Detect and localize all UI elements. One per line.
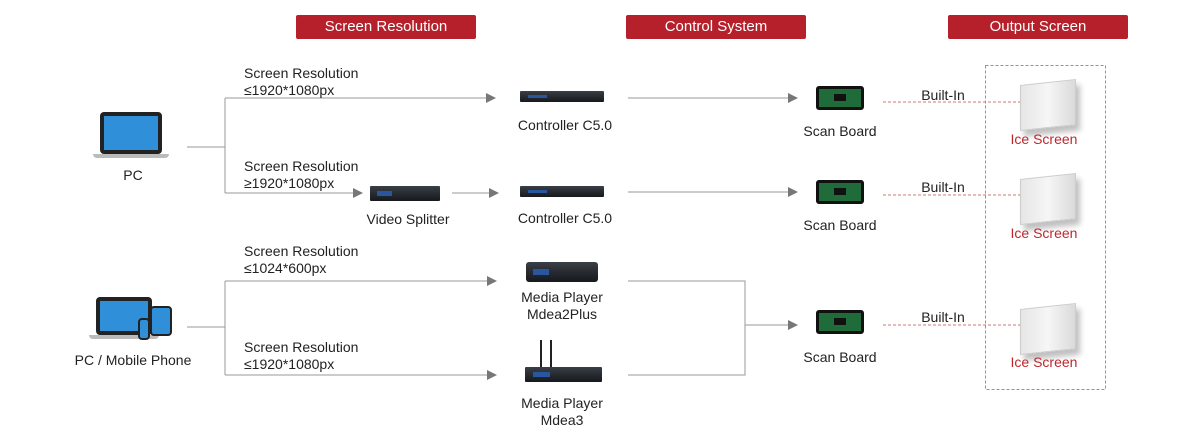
laptop-base (93, 154, 169, 158)
ice-screen-label: Ice Screen (1010, 225, 1078, 241)
ice-screen-icon (1020, 173, 1076, 225)
built-in-label: Built-In (921, 179, 965, 195)
ice-screen-icon (1020, 303, 1076, 355)
scan-board-label: Scan Board (803, 349, 877, 365)
controller-label: Controller C5.0 (517, 117, 613, 133)
scan-board-icon (816, 310, 864, 334)
ice-screen-label: Ice Screen (1010, 131, 1078, 147)
route-3-label: Screen Resolution≤1024*600px (244, 243, 359, 276)
tablet-icon (150, 306, 172, 336)
media-player-icon (525, 367, 602, 382)
antenna-icon (550, 340, 552, 368)
header-output-screen: Output Screen (948, 15, 1128, 39)
antenna-icon (540, 340, 542, 368)
scan-board-icon (816, 180, 864, 204)
phone-icon (138, 318, 150, 340)
media-player-icon (526, 262, 598, 282)
built-in-label: Built-In (921, 309, 965, 325)
header-screen-resolution: Screen Resolution (296, 15, 476, 39)
controller-icon (520, 91, 604, 102)
route-4-label: Screen Resolution≤1920*1080px (244, 339, 359, 372)
controller-label: Controller C5.0 (517, 210, 613, 226)
video-splitter-label: Video Splitter (366, 211, 450, 227)
scan-board-label: Scan Board (803, 217, 877, 233)
built-in-label: Built-In (921, 87, 965, 103)
controller-icon (520, 186, 604, 197)
route-1-label: Screen Resolution≤1920*1080px (244, 65, 359, 98)
ice-screen-icon (1020, 79, 1076, 131)
laptop-base (89, 335, 159, 339)
pc-label: PC (123, 167, 143, 183)
laptop-icon (100, 112, 162, 154)
header-control-system: Control System (626, 15, 806, 39)
pc-mobile-label: PC / Mobile Phone (74, 352, 192, 368)
route-2-label: Screen Resolution≥1920*1080px (244, 158, 359, 191)
scan-board-icon (816, 86, 864, 110)
scan-board-label: Scan Board (803, 123, 877, 139)
ice-screen-label: Ice Screen (1010, 354, 1078, 370)
video-splitter-icon (370, 186, 440, 201)
